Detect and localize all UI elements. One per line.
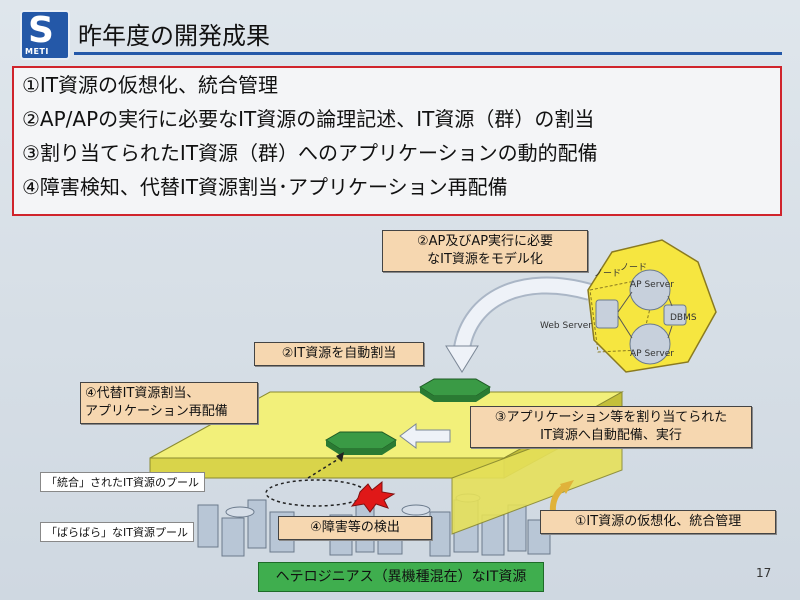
- title-bar: S METI 昨年度の開発成果: [14, 6, 784, 60]
- callout-realloc-line-1: ④代替IT資源割当、: [85, 386, 200, 401]
- node-label-inner: ノード: [594, 269, 621, 279]
- logo-tag: METI: [25, 47, 49, 56]
- callout-detect: ④障害等の検出: [278, 516, 432, 540]
- callout-model: ②AP及びAP実行に必要 なIT資源をモデル化: [382, 230, 588, 272]
- ap-server-1-label: AP Server: [630, 280, 674, 290]
- fault-burst-icon: [350, 480, 396, 513]
- callout-deploy-line-2: IT資源へ自動配備、実行: [540, 428, 682, 443]
- callout-deploy: ③アプリケーション等を割り当てられた IT資源へ自動配備、実行: [470, 406, 752, 448]
- allocated-resource-hex-2: [325, 431, 397, 450]
- ap-server-2-label: AP Server: [630, 349, 674, 359]
- callout-realloc-line-2: アプリケーション再配備: [85, 404, 228, 419]
- callout-model-line-1: ②AP及びAP実行に必要: [416, 234, 554, 249]
- pool-scattered-label: 「ばらばら」なIT資源プール: [40, 522, 194, 542]
- dbms-label: DBMS: [670, 313, 697, 323]
- heterogeneous-resources-bar: ヘテロジニアス（異機種混在）なIT資源: [258, 562, 544, 592]
- page-number: 17: [756, 566, 772, 580]
- pool-integrated-label: 「統合」されたIT資源のプール: [40, 472, 205, 492]
- callout-model-line-2: なIT資源をモデル化: [427, 252, 543, 267]
- node-label-outer: ノード: [620, 263, 647, 273]
- meti-logo: S METI: [20, 10, 70, 60]
- achievement-item-4: ④障害検知、代替IT資源割当･アプリケーション再配備: [22, 175, 508, 199]
- achievements-box: ①IT資源の仮想化、統合管理 ②AP/APの実行に必要なIT資源の論理記述、IT…: [12, 66, 782, 216]
- allocated-resource-hex-1: [419, 378, 491, 397]
- callout-virtualize: ①IT資源の仮想化、統合管理: [540, 510, 776, 534]
- callout-auto-alloc: ②IT資源を自動割当: [254, 342, 424, 366]
- web-server-label: Web Server: [540, 321, 592, 331]
- callout-deploy-line-1: ③アプリケーション等を割り当てられた: [494, 410, 728, 425]
- achievement-item-2: ②AP/APの実行に必要なIT資源の論理記述、IT資源（群）の割当: [22, 107, 595, 131]
- deploy-arrow: [399, 423, 451, 449]
- logo-letter: S: [28, 10, 54, 51]
- achievement-item-3: ③割り当てられたIT資源（群）へのアプリケーションの動的配備: [22, 141, 598, 165]
- callout-realloc: ④代替IT資源割当、 アプリケーション再配備: [80, 382, 258, 424]
- title-underline: [74, 52, 782, 55]
- fault-area: [265, 479, 367, 507]
- achievement-item-1: ①IT資源の仮想化、統合管理: [22, 73, 279, 97]
- page-title: 昨年度の開発成果: [78, 22, 270, 50]
